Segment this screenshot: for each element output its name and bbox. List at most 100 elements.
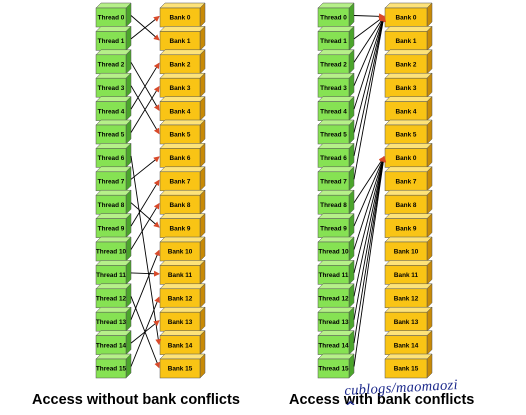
access-arrows (130, 15, 162, 369)
arrow-thread-13-to-bank-10 (130, 249, 160, 320)
bank-0: Bank 0 (384, 2, 433, 28)
thread-8-label: Thread 8 (98, 202, 125, 209)
thread-2-label: Thread 2 (98, 61, 125, 68)
bank-5: Bank 5 (159, 119, 206, 145)
bank-11-label: Bank 11 (168, 272, 193, 279)
bank-1: Bank 1 (159, 25, 206, 52)
bank-6-label: Bank 0 (396, 155, 417, 162)
bank-13: Bank 13 (384, 306, 433, 332)
thread-11: Thread 11 (95, 259, 132, 286)
thread-13-label: Thread 13 (96, 319, 127, 326)
thread-4-label: Thread 4 (98, 108, 125, 115)
bank-4-label: Bank 4 (170, 108, 191, 115)
arrow-thread-4-to-bank-2 (130, 62, 160, 110)
thread-8-label: Thread 8 (320, 202, 347, 209)
bank-13-label: Bank 13 (168, 319, 193, 326)
thread-7: Thread 7 (317, 166, 355, 192)
arrow-thread-10-to-bank-8 (130, 202, 160, 250)
arrow-thread-9-to-bank-7 (130, 179, 160, 227)
thread-12-label: Thread 12 (318, 295, 349, 302)
arrow-thread-7-to-bank-0 (353, 15, 387, 180)
bank-2-label: Bank 2 (396, 61, 417, 68)
bank-8-label: Bank 8 (396, 202, 417, 209)
thread-15-label: Thread 15 (318, 366, 349, 373)
bank-4: Bank 4 (384, 95, 433, 122)
thread-12: Thread 12 (95, 283, 132, 309)
bank-10-label: Bank 10 (168, 249, 193, 256)
arrow-thread-7-to-bank-6 (130, 156, 160, 180)
thread-15: Thread 15 (95, 353, 132, 379)
thread-13: Thread 13 (317, 306, 355, 332)
bank-9-label: Bank 9 (170, 225, 191, 232)
thread-10-label: Thread 10 (318, 249, 349, 256)
thread-1-label: Thread 1 (98, 38, 125, 45)
bank-7: Bank 7 (384, 166, 433, 192)
thread-2: Thread 2 (317, 49, 355, 75)
thread-4-label: Thread 4 (320, 108, 347, 115)
arrow-thread-13-to-bank-6 (353, 155, 387, 320)
caption-without-conflicts: Access without bank conflicts (32, 392, 240, 408)
thread-9: Thread 9 (317, 212, 355, 239)
bank-1: Bank 1 (384, 25, 433, 52)
bank-14: Bank 14 (159, 329, 206, 356)
arrow-thread-1-to-bank-0 (130, 15, 160, 40)
bank-10-label: Bank 10 (394, 249, 419, 256)
bank-0-label: Bank 0 (396, 15, 417, 22)
bank-9: Bank 9 (384, 212, 433, 239)
thread-4: Thread 4 (95, 95, 132, 122)
thread-2: Thread 2 (95, 49, 132, 75)
thread-12: Thread 12 (317, 283, 355, 309)
thread-7-label: Thread 7 (320, 178, 347, 185)
arrow-thread-6-to-bank-0 (353, 15, 386, 156)
bank-3-label: Bank 3 (396, 85, 417, 92)
arrow-thread-12-to-bank-6 (353, 155, 386, 297)
arrow-thread-5-to-bank-3 (130, 85, 160, 133)
watermark-caret: ^ (345, 400, 356, 415)
bank-9: Bank 9 (159, 212, 206, 239)
bank-5-label: Bank 5 (170, 132, 191, 139)
bank-9-label: Bank 9 (396, 225, 417, 232)
thread-9-label: Thread 9 (98, 225, 125, 232)
bank-10: Bank 10 (159, 236, 206, 262)
bank-11: Bank 11 (384, 259, 433, 286)
thread-12-label: Thread 12 (96, 295, 127, 302)
bank-15-label: Bank 15 (168, 366, 193, 373)
thread-10: Thread 10 (95, 236, 132, 262)
bank-1-label: Bank 1 (396, 38, 417, 45)
bank-6: Bank 6 (159, 142, 206, 169)
thread-10: Thread 10 (317, 236, 355, 262)
bank-2: Bank 2 (159, 49, 206, 75)
arrow-thread-14-to-bank-6 (353, 155, 387, 344)
arrow-thread-3-to-bank-0 (353, 15, 385, 86)
arrow-thread-11-to-bank-11 (130, 270, 160, 277)
thread-13-label: Thread 13 (318, 319, 349, 326)
arrow-thread-0-to-bank-0 (353, 13, 385, 20)
bank-8: Bank 8 (384, 189, 433, 215)
thread-14: Thread 14 (95, 329, 132, 356)
bank-2-label: Bank 2 (170, 61, 191, 68)
thread-9-label: Thread 9 (320, 225, 347, 232)
bank-11: Bank 11 (159, 259, 206, 286)
bank-7: Bank 7 (159, 166, 206, 192)
arrow-thread-6-to-bank-14 (130, 155, 162, 346)
bank-15-label: Bank 15 (394, 366, 419, 373)
arrow-thread-8-to-bank-6 (353, 156, 385, 203)
thread-3: Thread 3 (317, 72, 355, 98)
bank-6-label: Bank 6 (170, 155, 191, 162)
arrow-thread-11-to-bank-6 (353, 155, 386, 274)
bank-8-label: Bank 8 (170, 202, 191, 209)
thread-5-label: Thread 5 (98, 132, 125, 139)
thread-11: Thread 11 (317, 259, 355, 286)
bank-12: Bank 12 (384, 283, 433, 309)
thread-13: Thread 13 (95, 306, 132, 332)
arrow-thread-15-to-bank-12 (130, 296, 160, 367)
thread-7-label: Thread 7 (98, 178, 125, 185)
arrow-thread-9-to-bank-6 (353, 155, 385, 227)
bank-5-label: Bank 5 (396, 132, 417, 139)
bank-0-label: Bank 0 (170, 15, 191, 22)
thread-14-label: Thread 14 (318, 342, 349, 349)
bank-3: Bank 3 (384, 72, 433, 98)
thread-8: Thread 8 (317, 189, 355, 215)
